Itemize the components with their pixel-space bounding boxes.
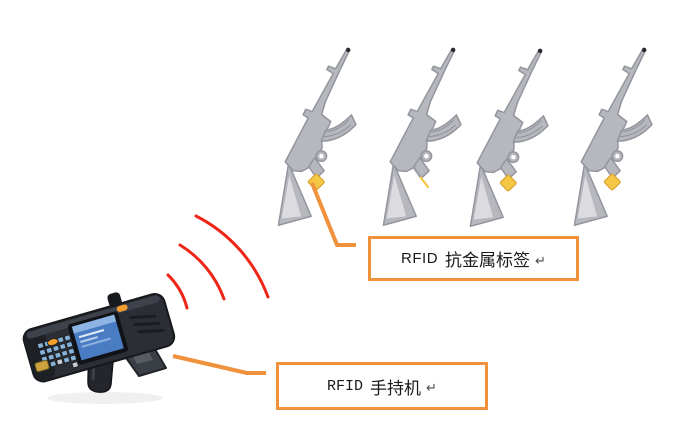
rfid-tag-strap-icon [413, 167, 430, 189]
rifle-icon [359, 41, 491, 238]
rifle-icon [550, 41, 682, 238]
device-side-grill [129, 314, 165, 334]
device-keypad [37, 334, 79, 369]
device-screen [67, 311, 129, 365]
device-scanner-window [34, 359, 50, 373]
rfid-tag-icon [601, 171, 624, 193]
tag-label-box: RFID 抗金属标签 ↵ [368, 236, 579, 281]
leader-line-tag [310, 182, 356, 247]
reader-label-box: RFID 手持机 ↵ [276, 362, 488, 410]
device-antenna [107, 292, 122, 308]
leader-line-reader [172, 354, 266, 375]
device-trigger-button [116, 304, 128, 312]
return-mark: ↵ [535, 252, 546, 268]
device-scan-key [47, 338, 59, 346]
device-shadow [47, 392, 163, 404]
reader-label-prefix: RFID [327, 377, 364, 395]
rifle-icon [446, 42, 578, 239]
tag-label-text: 抗金属标签 [445, 251, 531, 270]
radio-waves-icon [166, 214, 270, 310]
rfid-handheld-reader-icon [22, 292, 176, 404]
reader-label-text: 手持机 [370, 378, 422, 398]
return-mark: ↵ [426, 380, 437, 395]
tag-label-prefix: RFID [401, 250, 439, 267]
rfid-tag-icon [497, 172, 520, 194]
